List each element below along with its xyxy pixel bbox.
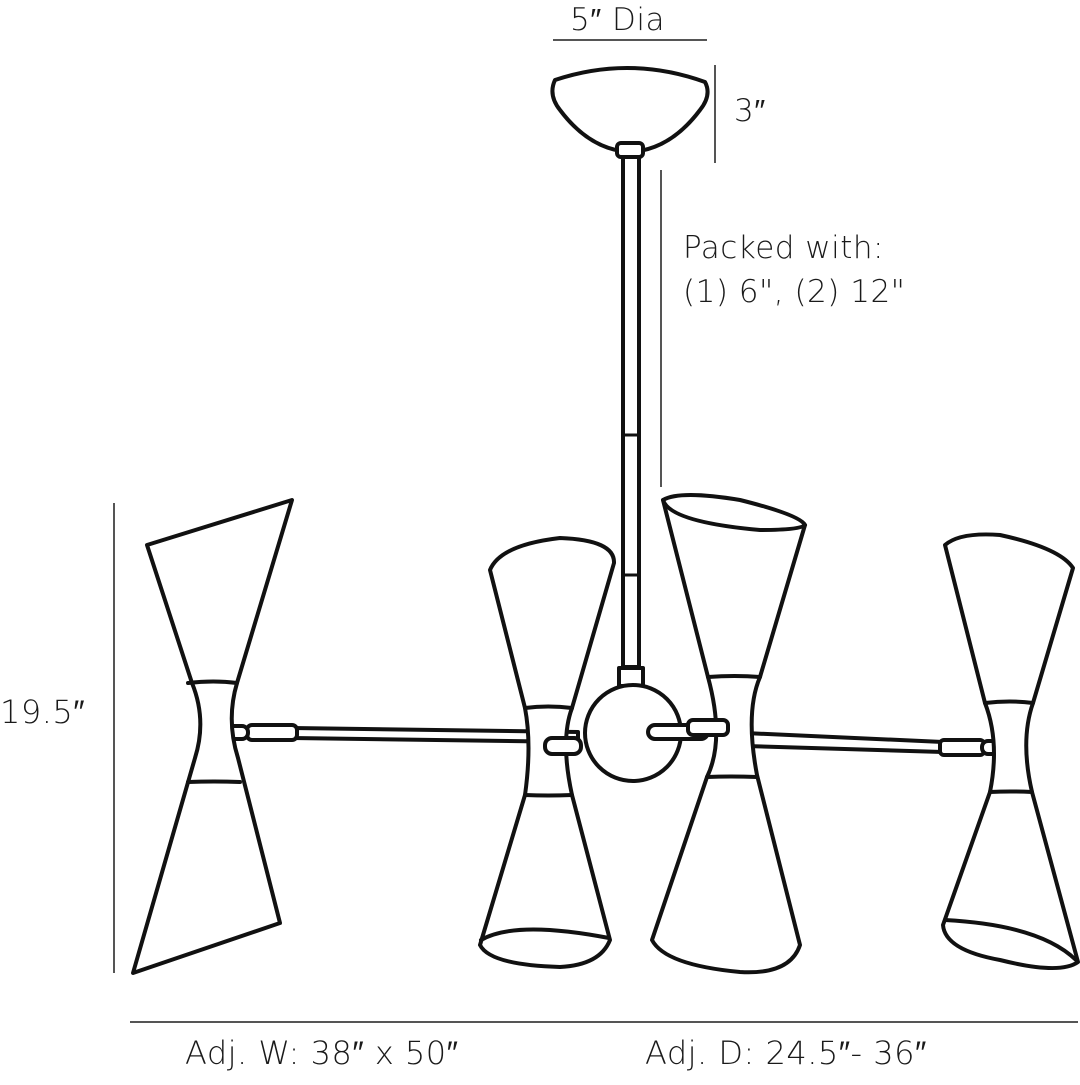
adjustable-width-label: Adj. W: 38″ x 50″ — [185, 1034, 459, 1072]
arm-left — [224, 723, 580, 744]
packing-note: Packed with: (1) 6", (2) 12" — [683, 226, 905, 314]
adjustable-depth-label: Adj. D: 24.5″- 36″ — [645, 1034, 927, 1072]
packing-note-line2: (1) 6", (2) 12" — [683, 274, 906, 310]
shade-1 — [131, 498, 294, 975]
shade-4 — [941, 532, 1080, 970]
canopy — [550, 66, 710, 159]
overall-height-label: 19.5″ — [0, 693, 86, 731]
arm-right — [743, 731, 1004, 757]
stem — [617, 155, 645, 688]
canopy-diameter-label: 5″ Dia — [570, 2, 666, 38]
shade-3 — [650, 493, 807, 975]
packing-note-line1: Packed with: — [683, 230, 885, 266]
canopy-height-label: 3″ — [734, 93, 766, 129]
